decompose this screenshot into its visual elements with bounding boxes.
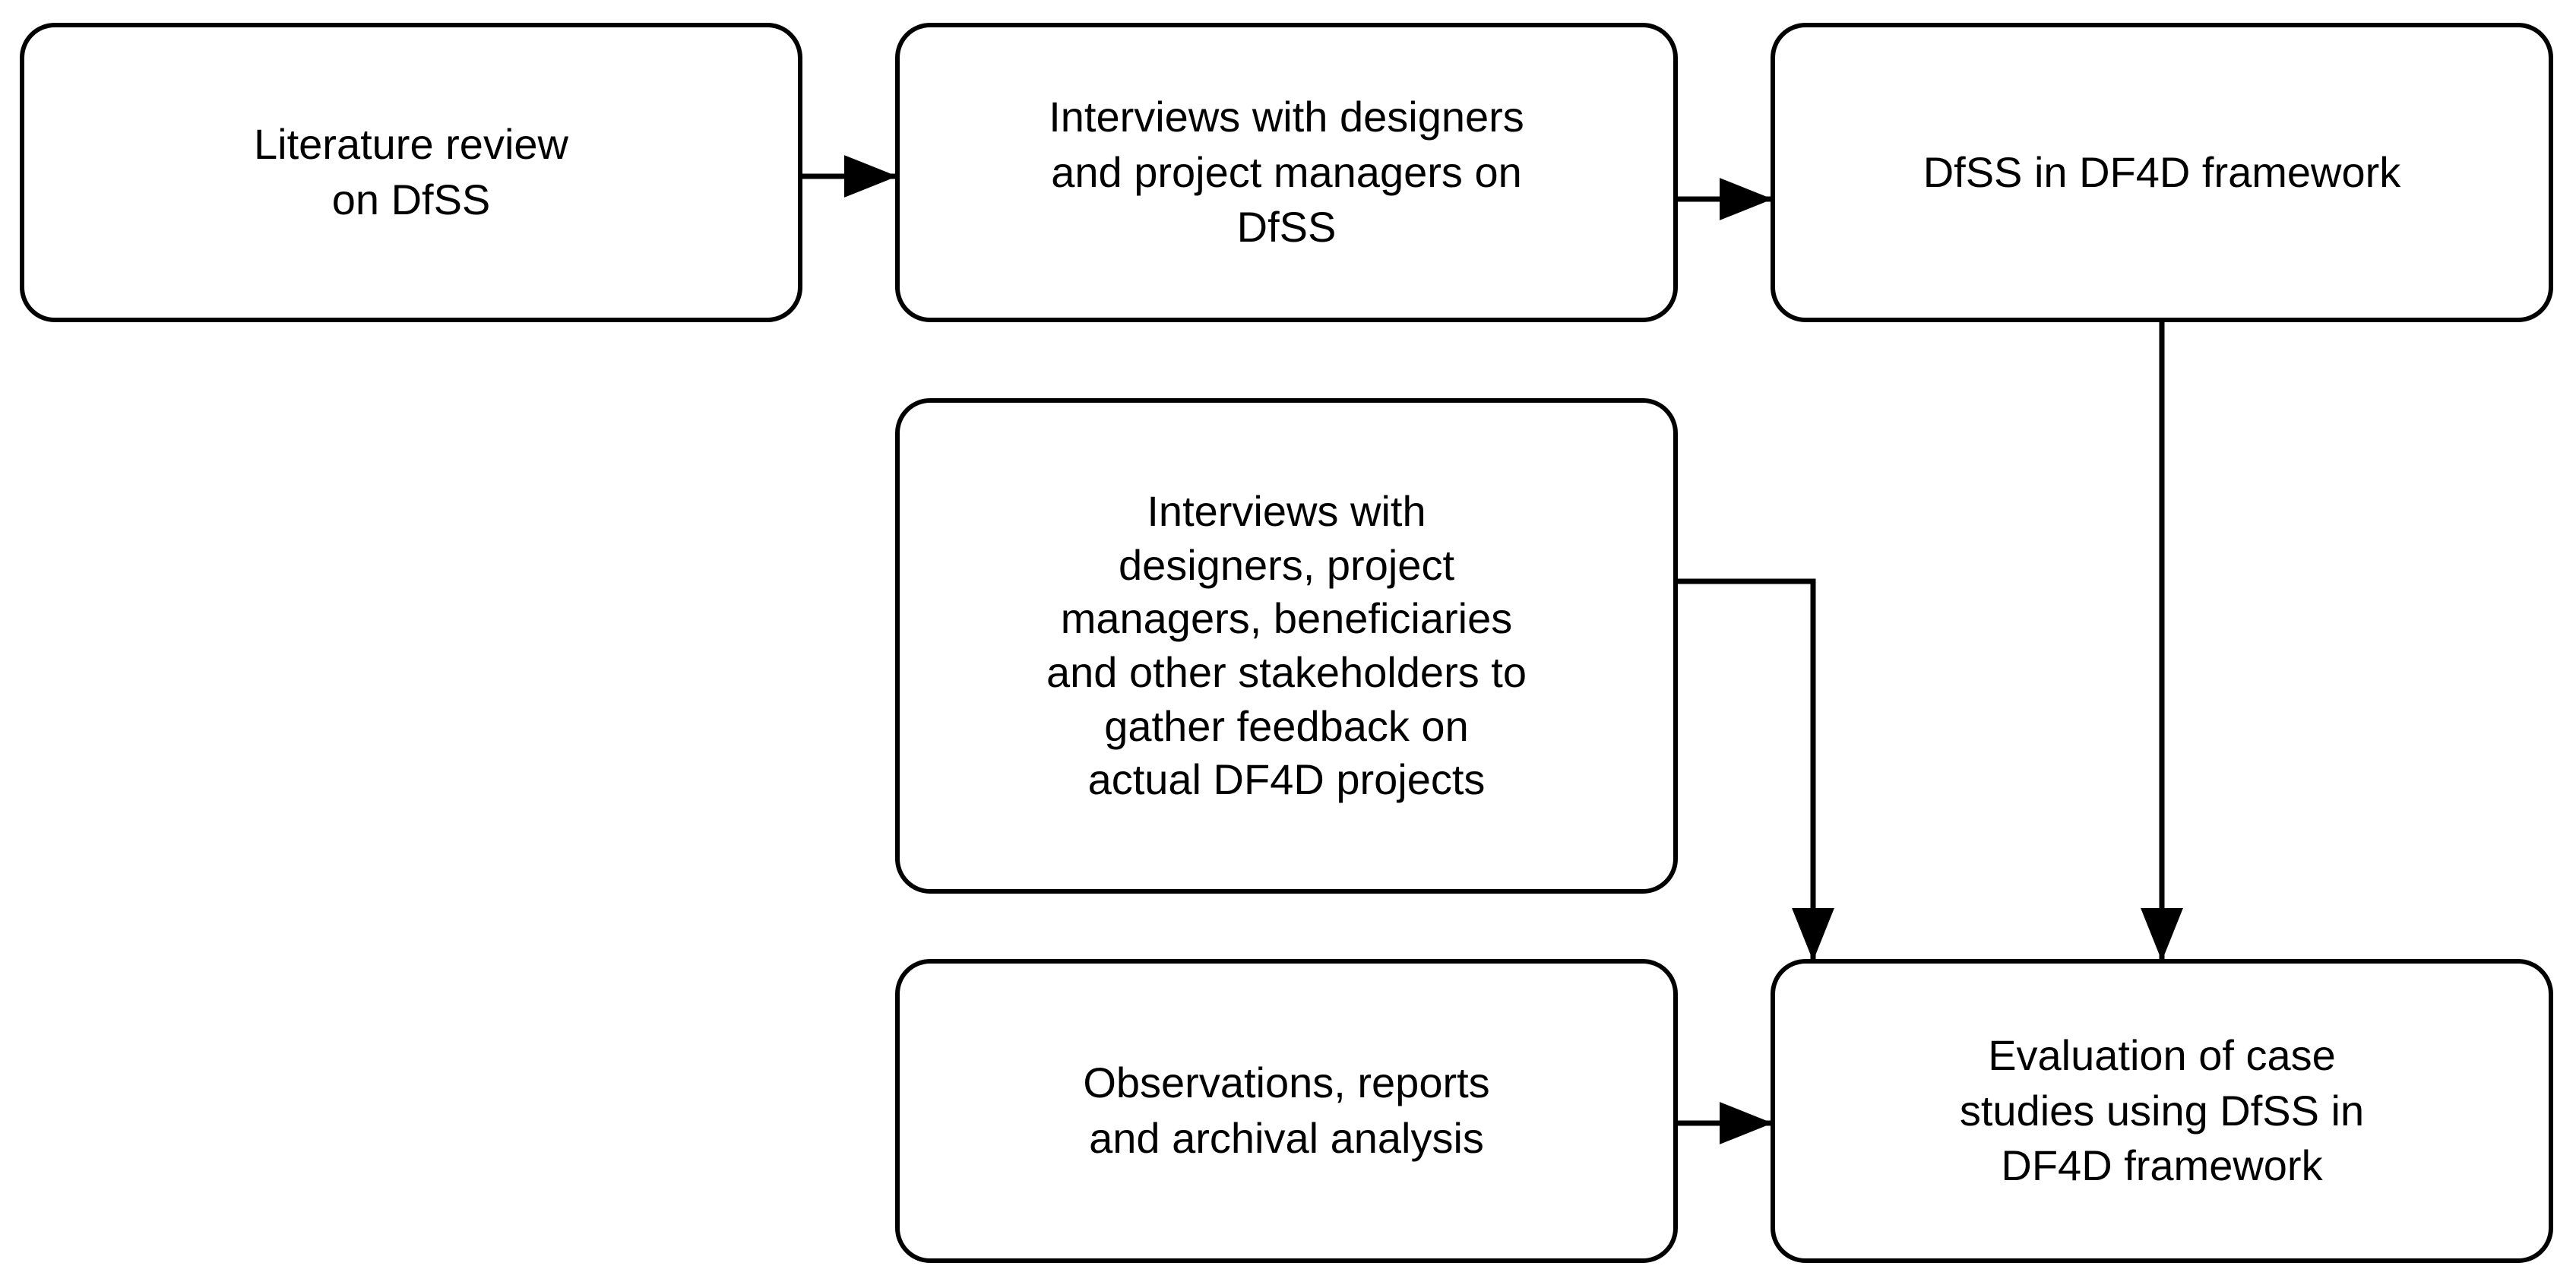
node-dfss-in-df4d-framework[interactable]: DfSS in DF4D framework [1771, 23, 2553, 322]
node-interviews-stakeholders-label: Interviews with designers, project manag… [1046, 487, 1527, 804]
node-observations-reports-label: Observations, reports and archival analy… [1083, 1059, 1490, 1162]
node-evaluation-case-studies-label: Evaluation of case studies using DfSS in… [1959, 1030, 2365, 1190]
node-interviews-stakeholders[interactable]: Interviews with designers, project manag… [895, 398, 1678, 894]
edge-stakeholders-to-evaluation [1678, 578, 1834, 961]
node-literature-review[interactable]: Literature review on DfSS [20, 23, 802, 322]
node-evaluation-case-studies[interactable]: Evaluation of case studies using DfSS in… [1771, 959, 2553, 1263]
node-literature-review-label: Literature review on DfSS [254, 120, 568, 223]
node-interviews-designers-managers[interactable]: Interviews with designers and project ma… [895, 23, 1678, 322]
node-dfss-in-df4d-framework-label: DfSS in DF4D framework [1923, 147, 2401, 196]
node-observations-reports[interactable]: Observations, reports and archival analy… [895, 959, 1678, 1263]
node-interviews-designers-managers-label: Interviews with designers and project ma… [1049, 92, 1524, 252]
